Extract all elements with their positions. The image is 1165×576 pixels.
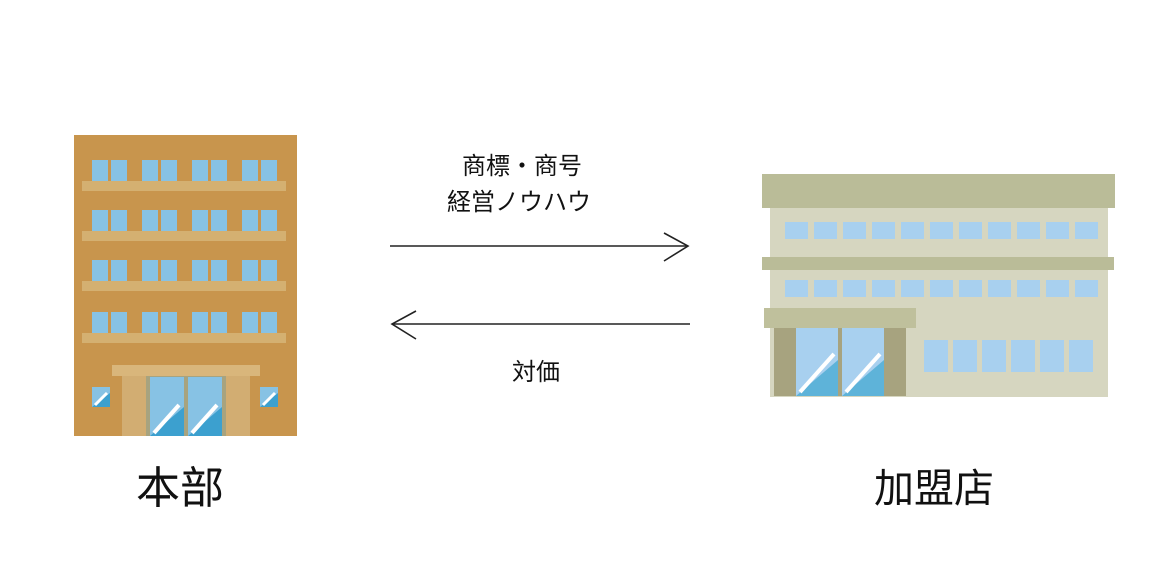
- headquarters-building-icon: [74, 135, 297, 436]
- arrow-to-headquarters-icon: [390, 310, 690, 340]
- arrow-to-franchisee-icon: [390, 232, 690, 262]
- franchise-store-building-icon: [762, 174, 1115, 397]
- flow-label-trademark: 商標・商号: [462, 152, 582, 180]
- flow-label-payment: 対価: [512, 358, 560, 386]
- headquarters-label: 本部: [136, 463, 224, 514]
- flow-label-knowhow: 経営ノウハウ: [447, 188, 591, 216]
- franchisee-label: 加盟店: [874, 466, 994, 512]
